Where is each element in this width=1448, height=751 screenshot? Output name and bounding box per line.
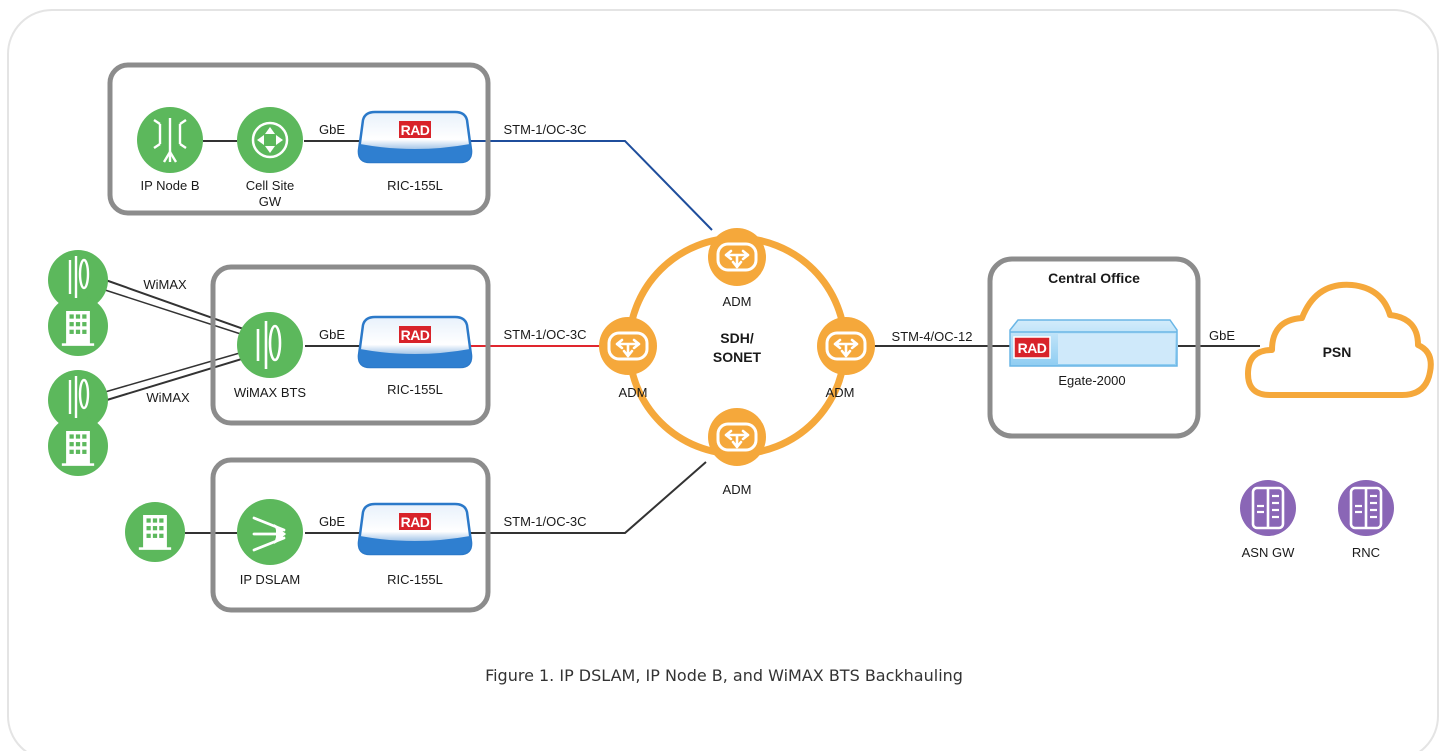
cell-site-gw-label-line2: GW xyxy=(259,194,282,209)
rad-logo: RAD xyxy=(401,514,430,530)
link-label-stm4: STM-4/OC-12 xyxy=(892,329,973,344)
cell-site-gw-label-line1: Cell Site xyxy=(246,178,294,193)
rnc-label: RNC xyxy=(1352,545,1380,560)
link-wimax-upper-b xyxy=(104,289,251,338)
ric-155l-top-label: RIC-155L xyxy=(387,178,443,193)
site-box-node-b xyxy=(107,62,491,216)
link-label-stm1-bot: STM-1/OC-3C xyxy=(503,514,586,529)
customer-building-icon xyxy=(125,502,185,562)
link-label-wimax-lower: WiMAX xyxy=(146,390,190,405)
adm-top-node xyxy=(706,226,768,288)
ip-node-b-icon xyxy=(137,107,203,173)
site-box-dslam xyxy=(210,457,491,613)
rad-logo: RAD xyxy=(401,327,430,343)
figure-frame xyxy=(7,9,1439,751)
link-label-gbe-bot: GbE xyxy=(319,514,345,529)
link-wimax-upper xyxy=(96,276,256,334)
asn-gw-server-icon xyxy=(1238,478,1298,538)
ric-155l-top-device: RAD xyxy=(357,110,473,164)
egate-2000-label: Egate-2000 xyxy=(1058,373,1125,388)
ring-title-line2: SONET xyxy=(713,349,762,365)
wimax-bts-label: WiMAX BTS xyxy=(234,385,307,400)
link-label-gbe-psn: GbE xyxy=(1209,328,1235,343)
cell-site-gw-icon xyxy=(237,107,303,173)
rnc-server-icon xyxy=(1336,478,1396,538)
psn-cloud xyxy=(1245,281,1434,398)
adm-bottom-node xyxy=(706,406,768,468)
links xyxy=(96,140,1260,534)
ric-155l-bot-device: RAD xyxy=(357,502,473,556)
site-box-wimax xyxy=(210,264,491,426)
adm-left-label: ADM xyxy=(619,385,648,400)
central-office-box xyxy=(987,256,1201,439)
central-office-title: Central Office xyxy=(1048,270,1140,286)
link-ric-bot-to-adm-bottom xyxy=(470,461,707,534)
psn-label: PSN xyxy=(1323,344,1352,360)
link-wimax-lower xyxy=(96,354,256,404)
figure-caption: Figure 1. IP DSLAM, IP Node B, and WiMAX… xyxy=(485,666,963,685)
link-wimax-lower-b xyxy=(104,349,251,393)
adm-bottom-label: ADM xyxy=(723,482,752,497)
wimax-tower-building-upper xyxy=(48,250,108,356)
ip-node-b-label: IP Node B xyxy=(140,178,199,193)
link-label-gbe-top: GbE xyxy=(319,122,345,137)
rad-logo: RAD xyxy=(1018,340,1047,356)
link-label-gbe-mid: GbE xyxy=(319,327,345,342)
link-ric-top-to-adm-top xyxy=(470,140,713,231)
ip-dslam-icon xyxy=(237,499,303,565)
link-label-wimax-upper: WiMAX xyxy=(143,277,187,292)
ric-155l-mid-device: RAD xyxy=(357,315,473,369)
wimax-bts-icon xyxy=(237,312,303,378)
ric-155l-bot-label: RIC-155L xyxy=(387,572,443,587)
link-label-stm1-mid: STM-1/OC-3C xyxy=(503,327,586,342)
adm-left-node xyxy=(597,315,659,377)
link-label-stm1-top: STM-1/OC-3C xyxy=(503,122,586,137)
rad-logo: RAD xyxy=(401,122,430,138)
wimax-tower-building-lower xyxy=(48,370,108,476)
asn-gw-label: ASN GW xyxy=(1242,545,1295,560)
egate-2000-device: RAD xyxy=(1009,319,1178,367)
adm-right-node xyxy=(815,315,877,377)
adm-right-label: ADM xyxy=(826,385,855,400)
ric-155l-mid-label: RIC-155L xyxy=(387,382,443,397)
adm-top-label: ADM xyxy=(723,294,752,309)
ring-title-line1: SDH/ xyxy=(720,330,754,346)
ip-dslam-label: IP DSLAM xyxy=(240,572,300,587)
